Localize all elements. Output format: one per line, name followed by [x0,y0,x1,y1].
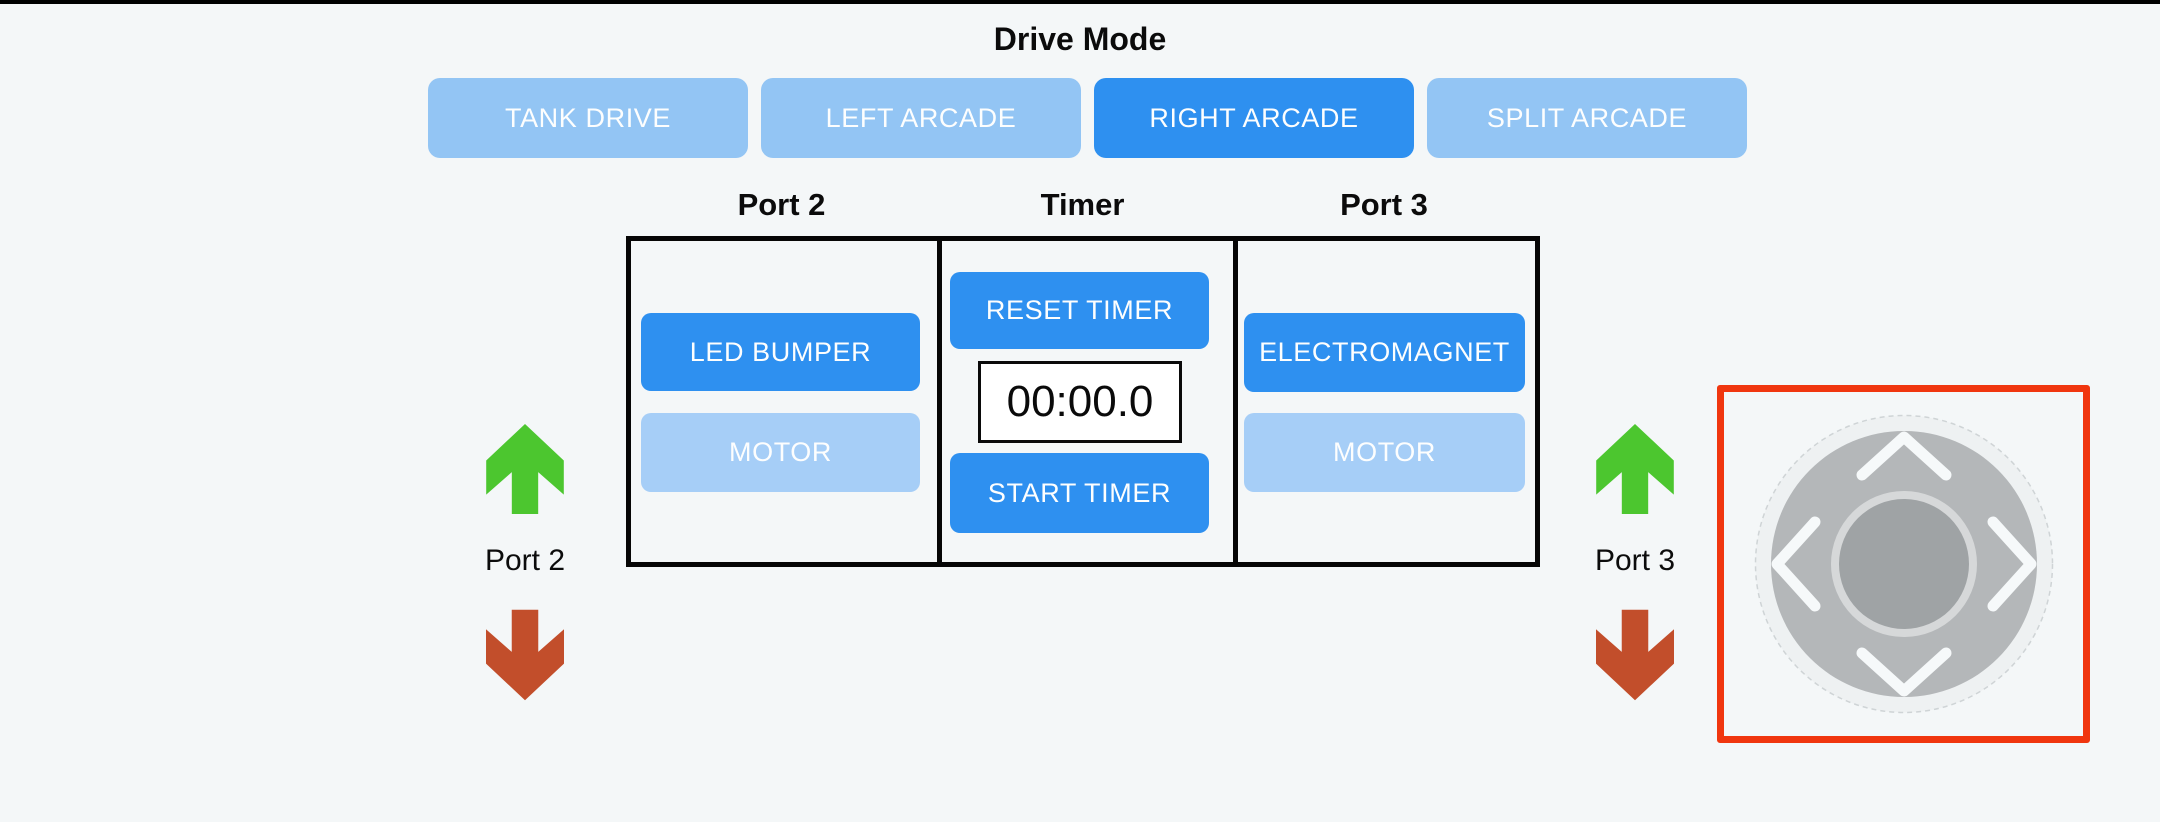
port3-indicator-label: Port 3 [1594,544,1676,577]
joystick-selection-box [1717,385,2090,743]
chevron-right-icon[interactable] [1987,516,2036,612]
timer-display: 00:00.0 [978,361,1182,443]
red-down-arrow-icon[interactable] [1596,608,1674,702]
timer-column-header: Timer [1040,187,1125,222]
led-bumper-button[interactable]: LED BUMPER [641,313,920,391]
green-up-arrow-icon[interactable] [1596,424,1674,514]
control-table: LED BUMPER MOTOR RESET TIMER 00:00.0 STA… [626,236,1540,567]
left-arcade-button[interactable]: LEFT ARCADE [761,78,1081,158]
page-title: Drive Mode [993,21,1167,57]
top-border-bar [0,0,2160,4]
port3-column: ELECTROMAGNET MOTOR [1233,241,1535,562]
chevron-down-icon[interactable] [1856,647,1951,697]
right-arcade-button[interactable]: RIGHT ARCADE [1094,78,1414,158]
green-up-arrow-icon[interactable] [486,424,564,514]
port2-direction-indicator: Port 2 [455,420,595,720]
chevron-left-icon[interactable] [1771,516,1820,612]
port3-direction-indicator: Port 3 [1565,420,1705,720]
electromagnet-button[interactable]: ELECTROMAGNET [1244,313,1525,392]
reset-timer-button[interactable]: RESET TIMER [950,272,1209,349]
joystick-knob[interactable] [1838,499,1969,629]
tank-drive-button[interactable]: TANK DRIVE [428,78,748,158]
timer-column: RESET TIMER 00:00.0 START TIMER [937,241,1233,562]
dpad-joystick-icon[interactable] [1754,414,2054,714]
port3-motor-button[interactable]: MOTOR [1244,413,1525,492]
drive-mode-button-group: TANK DRIVE LEFT ARCADE RIGHT ARCADE SPLI… [428,78,1747,158]
port2-column: LED BUMPER MOTOR [631,241,937,562]
start-timer-button[interactable]: START TIMER [950,453,1209,533]
red-down-arrow-icon[interactable] [486,608,564,702]
split-arcade-button[interactable]: SPLIT ARCADE [1427,78,1747,158]
port2-column-header: Port 2 [737,187,826,222]
chevron-up-icon[interactable] [1856,431,1951,481]
port3-column-header: Port 3 [1340,187,1428,222]
port2-motor-button[interactable]: MOTOR [641,413,920,492]
port2-indicator-label: Port 2 [484,544,566,577]
